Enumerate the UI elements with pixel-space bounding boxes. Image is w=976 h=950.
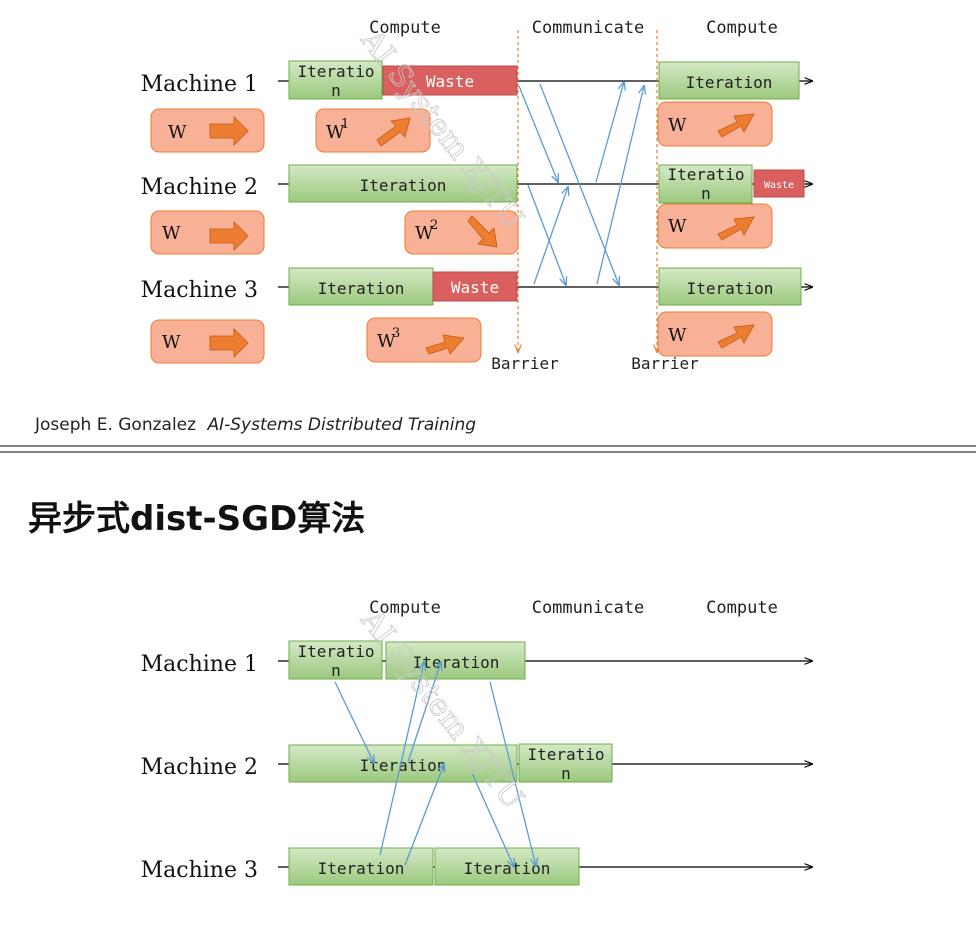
bottom-m3-iteration-text-1: Iteration (318, 859, 405, 878)
top-machine-3-label: Machine 3 (141, 278, 258, 303)
top-m2-waste-text-2: Waste (764, 180, 794, 191)
bottom-communication-arrows (334, 662, 536, 867)
weight-box-m3-right: W (657, 311, 773, 357)
weight-label: W (668, 325, 687, 346)
weight-update-box-1: W 1 (315, 108, 431, 153)
bottom-phase-compute-2: Compute (706, 598, 778, 618)
bottom-m2-iteration-box-2 (518, 743, 613, 783)
bottom-m1-iteration-box-1 (288, 640, 383, 680)
up-right-arrow-icon (425, 334, 465, 355)
weight-label: W (162, 332, 181, 353)
bottom-m1-iteration-box-2 (385, 641, 526, 680)
section-title: 异步式dist-SGD算法 (28, 499, 365, 539)
top-communication-arrows (518, 82, 644, 285)
top-diagram: Compute Communicate Compute Machine 1 Ma… (141, 18, 812, 373)
bottom-m1-iteration-text-1-line2: n (331, 661, 341, 680)
weight-superscript-1: 1 (341, 117, 349, 132)
top-m3-iteration-text-2: Iteration (687, 279, 774, 298)
weight-box-m1-left: W (150, 108, 265, 153)
weight-label: W (162, 223, 181, 244)
weight-label: W (326, 122, 345, 143)
bottom-diagram: Compute Communicate Compute Machine 1 Ma… (141, 598, 812, 886)
bottom-phase-communicate: Communicate (532, 598, 645, 618)
credit-line: Joseph E. Gonzalez AI-Systems Distribute… (34, 415, 476, 435)
top-m1-iteration-text-2: Iteration (686, 73, 773, 92)
top-m3-iteration-box-2 (658, 267, 802, 306)
weight-label: W (415, 223, 434, 244)
down-right-arrow-icon (467, 215, 498, 248)
barrier-label-1: Barrier (491, 354, 559, 373)
bottom-m2-iteration-text-1: Iteration (360, 756, 447, 775)
weight-update-box-2: W 2 (404, 210, 519, 255)
up-right-arrow-icon (717, 324, 755, 349)
weight-box-m1-right: W (657, 101, 773, 147)
credit-course: AI-Systems Distributed Training (206, 415, 476, 435)
weight-label: W (168, 122, 187, 143)
bottom-m2-iteration-box-1 (288, 744, 518, 783)
bottom-m3-iteration-text-2: Iteration (464, 859, 551, 878)
bottom-machine-2-label: Machine 2 (141, 755, 258, 780)
watermark-bottom: AI System XJTU (353, 603, 530, 816)
bottom-m2-iteration-text-2-line1: Iteratio (527, 745, 604, 764)
top-m1-iteration-box (288, 60, 383, 100)
weight-box-m3-left: W (150, 319, 265, 364)
up-right-arrow-icon (717, 113, 755, 138)
bottom-m1-iteration-text-2: Iteration (413, 653, 500, 672)
right-arrow-icon (209, 328, 249, 358)
top-machine-2-label: Machine 2 (141, 175, 258, 200)
bottom-machine-3-label: Machine 3 (141, 858, 258, 883)
top-m2-iteration-text-2-line1: Iteratio (667, 165, 744, 184)
top-m1-waste-text: Waste (426, 72, 474, 91)
top-phase-compute-1: Compute (369, 18, 441, 38)
weight-label: W (668, 216, 687, 237)
top-m3-waste-box (432, 271, 518, 302)
top-m2-iteration-text: Iteration (360, 176, 447, 195)
top-m3-iteration-box (288, 267, 434, 306)
weight-label: W (668, 115, 687, 136)
right-arrow-icon (209, 221, 249, 251)
weight-update-box-3: W 3 (366, 317, 482, 363)
weight-superscript-3: 3 (392, 326, 400, 341)
weight-label: W (377, 331, 396, 352)
top-m2-iteration-box (288, 164, 518, 203)
top-m2-iteration-box-2 (658, 164, 753, 204)
top-m3-iteration-text: Iteration (318, 279, 405, 298)
top-m1-waste-box (382, 65, 518, 96)
top-phase-compute-2: Compute (706, 18, 778, 38)
top-m1-iteration-text-line1: Iteratio (297, 62, 374, 81)
top-machine-1-label: Machine 1 (141, 72, 258, 97)
barrier-label-2: Barrier (631, 354, 699, 373)
weight-box-m2-right: W (657, 203, 773, 249)
bottom-m1-iteration-text-1-line1: Iteratio (297, 642, 374, 661)
top-m2-waste-box-2 (753, 169, 805, 198)
weight-box-m2-left: W (150, 210, 265, 255)
right-arrow-icon (209, 116, 249, 146)
top-m1-iteration-box-2 (658, 61, 800, 100)
credit-author: Joseph E. Gonzalez (34, 415, 196, 435)
up-right-arrow-icon (376, 117, 411, 147)
bottom-machine-1-label: Machine 1 (141, 652, 258, 677)
top-m1-iteration-text-line2: n (331, 81, 341, 100)
top-phase-communicate: Communicate (532, 18, 645, 38)
bottom-m2-iteration-text-2-line2: n (561, 764, 571, 783)
weight-superscript-2: 2 (430, 218, 438, 233)
up-right-arrow-icon (717, 216, 755, 241)
top-m2-iteration-text-2-line2: n (701, 184, 711, 203)
bottom-phase-compute-1: Compute (369, 598, 441, 618)
top-m3-waste-text: Waste (451, 278, 499, 297)
